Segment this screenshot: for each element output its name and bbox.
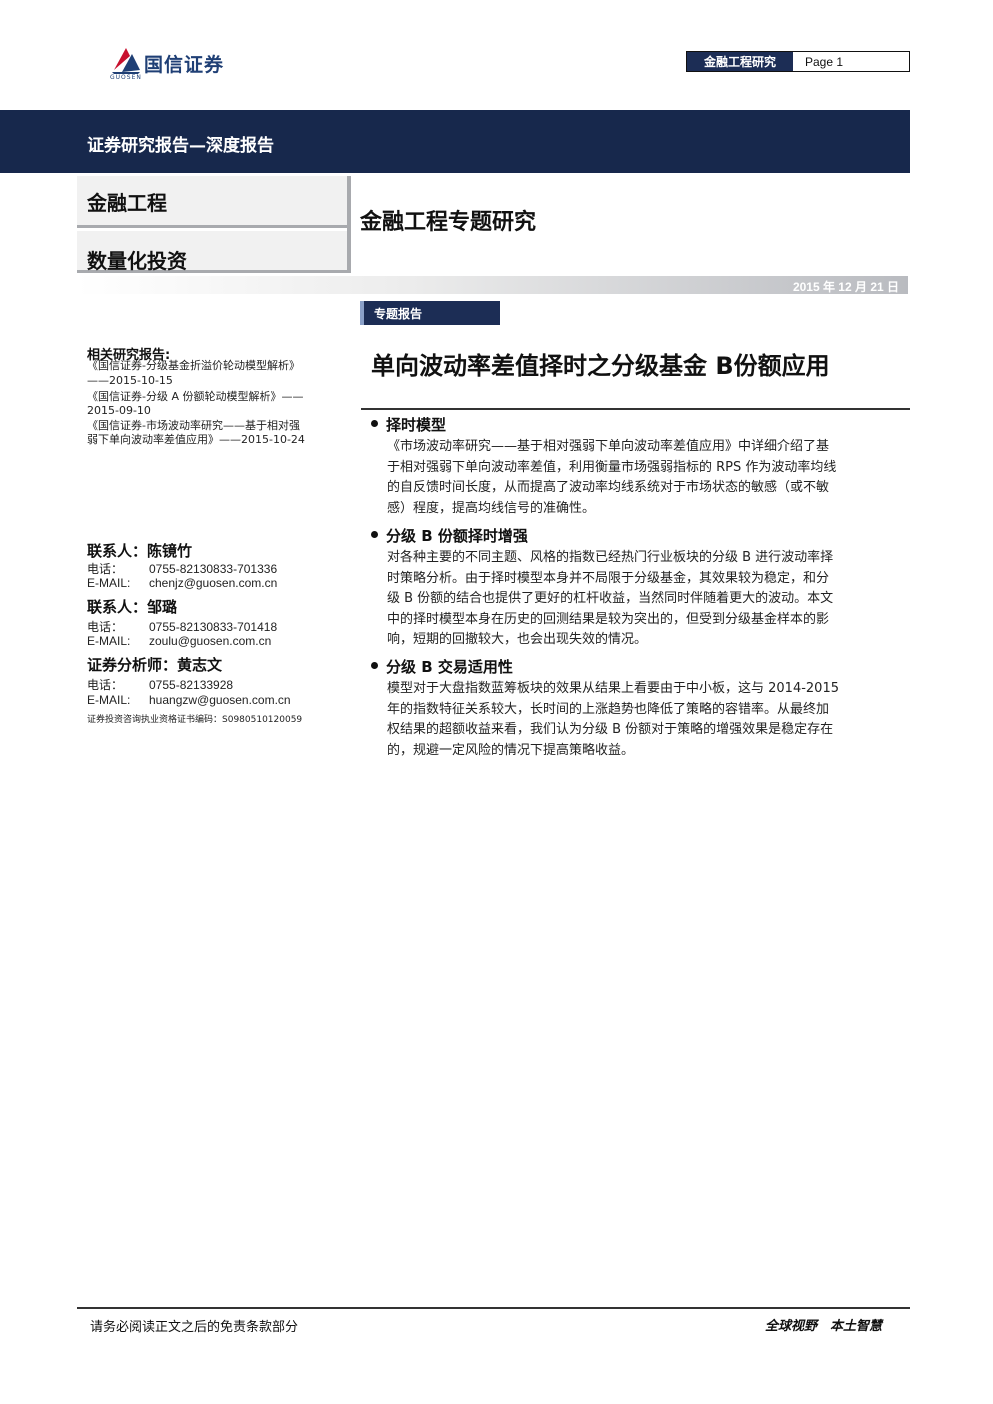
- logo-text: 国信证券: [144, 54, 225, 76]
- report-subject: 金融工程专题研究: [360, 210, 537, 235]
- report-type-banner: 证券研究报告—深度报告: [0, 110, 910, 173]
- category-secondary-panel: 数量化投资: [77, 231, 347, 273]
- section-heading: 分级 B 交易适用性: [371, 656, 513, 677]
- section-heading: 分级 B 份额择时增强: [371, 525, 528, 546]
- related-report-line: 《国信证券-分级基金折溢价轮动模型解析》: [87, 359, 300, 372]
- report-date: 2015 年 12 月 21 日: [792, 280, 899, 294]
- bullet-icon: [371, 662, 378, 669]
- page-indicator: 金融工程研究 Page 1: [686, 51, 910, 72]
- analyst-email: E-MAIL:huangzw@guosen.com.cn: [87, 693, 291, 707]
- related-report-line: 2015-09-10: [87, 404, 151, 417]
- related-report-line: ——2015-10-15: [87, 374, 173, 387]
- report-tag: 专题报告: [360, 301, 500, 325]
- report-type-title: 证券研究报告—深度报告: [87, 136, 274, 156]
- related-report-line: 《国信证券-分级 A 份额轮动模型解析》——: [87, 390, 304, 403]
- panel-divider: [347, 176, 351, 273]
- title-divider: [361, 408, 910, 410]
- category-primary-panel: 金融工程: [77, 176, 347, 228]
- section-body: 对各种主要的不同主题、风格的指数已经热门行业板块的分级 B 进行波动率择 时策略…: [387, 550, 834, 647]
- date-bar: 2015 年 12 月 21 日: [77, 276, 908, 294]
- contact-phone: 电话：0755-82130833-701418: [87, 620, 278, 634]
- analyst-name: 证券分析师：黄志文: [87, 656, 223, 674]
- related-reports-title: 相关研究报告:: [87, 348, 171, 363]
- related-report-line: 《国信证券-市场波动率研究——基于相对强: [87, 419, 300, 432]
- category-secondary: 数量化投资: [87, 249, 187, 273]
- contact-name: 联系人：邹璐: [87, 598, 178, 616]
- contact-name: 联系人：陈镜竹: [87, 542, 193, 560]
- bullet-icon: [371, 531, 378, 538]
- report-tag-label: 专题报告: [374, 307, 423, 321]
- footer-disclaimer: 请务必阅读正文之后的免责条款部分: [90, 1320, 299, 1335]
- section-heading: 择时模型: [371, 414, 446, 435]
- category-primary: 金融工程: [87, 191, 167, 215]
- contact-email: E-MAIL:chenjz@guosen.com.cn: [87, 576, 278, 590]
- footer-divider: [77, 1307, 910, 1309]
- report-title: 单向波动率差值择时之分级基金 B份额应用: [371, 352, 830, 380]
- logo-mark-icon: [112, 48, 140, 74]
- logo-subtext: GUOSEN: [110, 74, 142, 81]
- footer-slogan: 全球视野 本土智慧: [765, 1319, 883, 1334]
- analyst-certificate: 证券投资咨询执业资格证书编码：S0980510120059: [87, 715, 303, 725]
- analyst-phone: 电话：0755-82133928: [87, 678, 234, 692]
- section-body: 《市场波动率研究——基于相对强弱下单向波动率差值应用》中详细介绍了基 于相对强弱…: [387, 439, 837, 516]
- bullet-icon: [371, 420, 378, 427]
- section-label: 金融工程研究: [687, 52, 793, 71]
- related-report-line: 弱下单向波动率差值应用》——2015-10-24: [87, 433, 305, 446]
- contact-phone: 电话：0755-82130833-701336: [87, 562, 278, 576]
- section-body: 模型对于大盘指数蓝筹板块的效果从结果上看要由于中小板，这与 2014-2015 …: [387, 681, 839, 758]
- contact-email: E-MAIL:zoulu@guosen.com.cn: [87, 634, 272, 648]
- page-number: Page 1: [805, 54, 844, 69]
- company-logo: 国信证券 GUOSEN: [110, 44, 260, 84]
